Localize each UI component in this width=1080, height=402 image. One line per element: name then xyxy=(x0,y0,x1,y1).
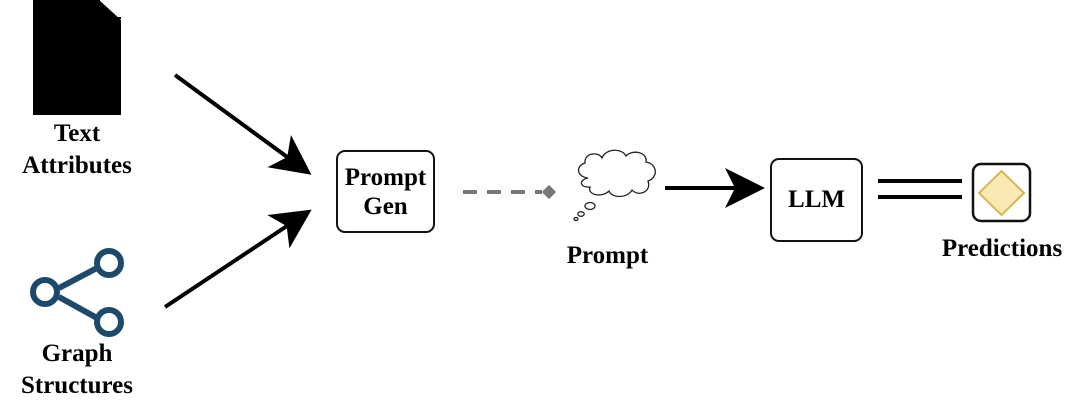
arrow-graph-to-promptgen xyxy=(163,209,312,309)
text-attributes-label: Text Attributes xyxy=(0,118,154,182)
graph-structures-label-line2: Structures xyxy=(20,372,134,399)
text-attributes-label-line1: Text xyxy=(53,120,101,147)
document-icon xyxy=(33,0,121,115)
dashed-connector-diamond xyxy=(541,184,557,200)
diamond-icon xyxy=(977,169,1026,217)
share-graph-icon xyxy=(30,248,124,337)
prompt-label: Prompt xyxy=(566,242,649,269)
prompt-gen-label-line2: Gen xyxy=(363,192,408,220)
prompt-gen-label-line1: Prompt xyxy=(344,163,427,191)
llm-label: LLM xyxy=(788,186,845,213)
llm-box: LLM xyxy=(770,158,863,242)
arrow-text-to-promptgen xyxy=(173,73,312,175)
graph-structures-label-line1: Graph xyxy=(41,340,113,367)
graph-structures-label: Graph Structures xyxy=(0,338,154,402)
thought-cloud-icon xyxy=(573,149,656,222)
prompt-gen-box: Prompt Gen xyxy=(336,150,435,233)
text-attributes-label-line2: Attributes xyxy=(22,152,132,179)
predictions-label: Predictions xyxy=(941,235,1063,262)
